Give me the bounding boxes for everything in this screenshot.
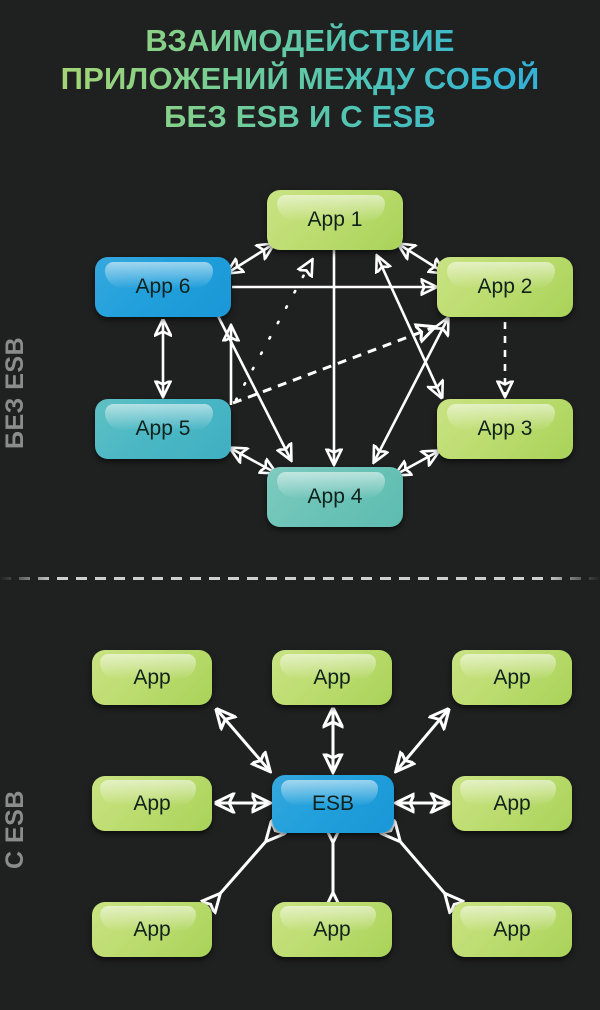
node-app6[interactable]: App 6 xyxy=(95,257,231,317)
section-label-with-esb: С ESB xyxy=(1,790,29,869)
node-app-middle-right[interactable]: App xyxy=(452,776,572,831)
node-app-top-right[interactable]: App xyxy=(452,650,572,705)
title-line-2: ПРИЛОЖЕНИЙ МЕЖДУ СОБОЙ xyxy=(0,60,600,98)
edge-app5-app2 xyxy=(232,328,432,405)
node-app-bottom-right[interactable]: App xyxy=(452,902,572,957)
edge-app5-app4 xyxy=(232,449,274,472)
node-label: App 6 xyxy=(135,275,191,298)
node-label: App xyxy=(133,791,171,815)
edge-app1-app6 xyxy=(229,245,272,272)
node-app4[interactable]: App 4 xyxy=(267,467,403,527)
node-label: App xyxy=(493,665,531,689)
node-app2[interactable]: App 2 xyxy=(437,257,573,317)
title-line-3: БЕЗ ESB И С ESB xyxy=(0,98,600,136)
node-label: App xyxy=(313,665,351,689)
node-app3[interactable]: App 3 xyxy=(437,399,573,459)
node-label: App xyxy=(313,917,351,941)
section-label-no-esb: БЕЗ ESB xyxy=(1,336,29,449)
node-label: App xyxy=(493,917,531,941)
node-app1[interactable]: App 1 xyxy=(267,190,403,250)
section-divider xyxy=(0,577,600,580)
page-title: ВЗАИМОДЕЙСТВИЕ ПРИЛОЖЕНИЙ МЕЖДУ СОБОЙ БЕ… xyxy=(0,22,600,136)
node-label: App 2 xyxy=(477,275,533,298)
node-app-top-center[interactable]: App xyxy=(272,650,392,705)
node-app-top-left[interactable]: App xyxy=(92,650,212,705)
node-label: App 3 xyxy=(477,417,533,440)
edge-app-br-esb xyxy=(398,839,447,896)
node-label: App 5 xyxy=(135,417,191,440)
node-app-bottom-center[interactable]: App xyxy=(272,902,392,957)
node-label: App 1 xyxy=(307,208,363,231)
edge-app-tl-esb xyxy=(218,711,268,769)
node-app-bottom-left[interactable]: App xyxy=(92,902,212,957)
node-label: App xyxy=(493,791,531,815)
node-esb-hub[interactable]: ESB xyxy=(272,775,394,833)
edge-app3-app4 xyxy=(397,452,437,474)
edge-app3-app1 xyxy=(378,258,441,396)
edge-app-tr-esb xyxy=(398,711,447,769)
edge-app5-app1 xyxy=(234,262,311,402)
title-line-1: ВЗАИМОДЕЙСТВИЕ xyxy=(0,22,600,60)
node-label: App xyxy=(133,917,171,941)
node-app5[interactable]: App 5 xyxy=(95,399,231,459)
node-label: App 4 xyxy=(307,485,363,508)
node-app-middle-left[interactable]: App xyxy=(92,776,212,831)
node-label: ESB xyxy=(311,792,355,815)
node-label: App xyxy=(133,665,171,689)
edge-app-bl-esb xyxy=(218,839,268,896)
